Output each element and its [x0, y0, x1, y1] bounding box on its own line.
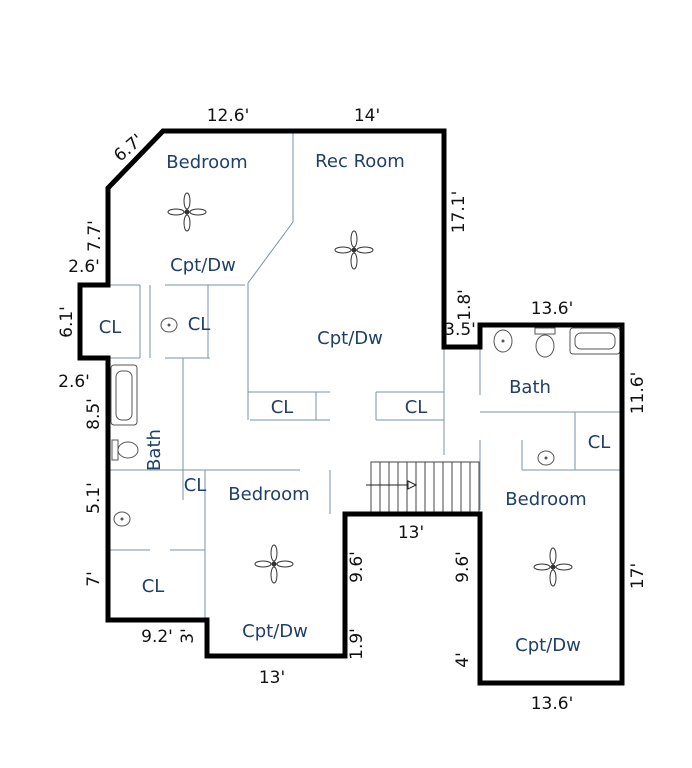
sink-icon [493, 329, 513, 353]
ceiling-fan-icon [533, 547, 573, 587]
dimension-bottom-mid: 13' [259, 668, 285, 688]
dimension-labels: 12.6' 14' 6.7' 7.7' 2.6' 6.1' 2.6' 8.5' … [57, 106, 648, 714]
dimension-east-lower: 17' [628, 563, 648, 589]
dimension-east-top: 13.6' [531, 299, 574, 319]
dimension-bottom-step: 3' [178, 628, 198, 644]
dimension-east-bottom: 13.6' [531, 694, 574, 714]
room-label-bedroom-nw-floor: Cpt/Dw [170, 255, 236, 276]
ceiling-fan-icon [254, 544, 294, 584]
stair-arrow-icon [366, 480, 418, 490]
room-label-bath-w: Bath [144, 429, 165, 471]
toilet-icon [111, 439, 139, 461]
dimension-stair-right: 9.6' [453, 551, 473, 583]
ceiling-fan-icon [334, 230, 374, 270]
room-label-closet-w2: CL [188, 314, 211, 335]
exterior-wall-west [77, 128, 625, 686]
dimension-stair-bottom: 13' [398, 523, 424, 543]
dimension-west-bottom: 7' [84, 571, 104, 587]
dimension-diag: 6.7' [110, 130, 147, 166]
dimension-small-step: 1.9' [347, 628, 367, 660]
dimension-stair-left: 9.6' [347, 551, 367, 583]
room-label-closet-sw: CL [142, 576, 165, 597]
room-label-bedroom-e: Bedroom [505, 489, 586, 510]
dimension-rec-step-h: 3.5' [444, 320, 476, 340]
room-label-bedroom-s: Bedroom [228, 484, 309, 505]
dimension-west-bath: 8.5' [84, 398, 104, 430]
dimension-bottom-left: 9.2' [141, 627, 173, 647]
room-label-bedroom-e-floor: Cpt/Dw [515, 635, 581, 656]
dimension-west-notch-top: 2.6' [68, 257, 100, 277]
interior-walls [110, 131, 622, 628]
room-labels: Bedroom Cpt/Dw Rec Room Cpt/Dw CL CL CL … [99, 151, 611, 656]
toilet-icon [534, 327, 556, 358]
bathtub-icon [110, 364, 138, 426]
room-label-closet-hall: CL [184, 475, 207, 496]
ceiling-fan-icon [167, 192, 207, 232]
dimension-east-upper: 11.6' [628, 372, 648, 415]
bathtub-icon [569, 327, 621, 355]
sink-icon [113, 511, 131, 527]
stairs [366, 461, 480, 515]
room-label-bath-e: Bath [509, 377, 551, 398]
dimension-rec-east: 17.1' [449, 191, 469, 234]
dimension-rec-step-v: 1.8' [455, 289, 475, 321]
dimension-top-right: 14' [354, 106, 380, 126]
room-label-rec-room-floor: Cpt/Dw [317, 328, 383, 349]
dimension-west-notch-bottom: 2.6' [58, 372, 90, 392]
sink-icon [160, 317, 178, 333]
room-label-closet-rec2: CL [405, 397, 428, 418]
room-label-closet-w1: CL [99, 317, 122, 338]
room-label-rec-room: Rec Room [315, 151, 405, 172]
room-label-bedroom-s-floor: Cpt/Dw [242, 621, 308, 642]
exterior-walls [77, 128, 625, 686]
room-label-closet-rec1: CL [271, 397, 294, 418]
dimension-top-left: 12.6' [207, 106, 250, 126]
dimension-east-step: 4' [453, 652, 473, 668]
dimension-west-upper: 7.7' [85, 220, 105, 252]
dimension-west-notch: 6.1' [57, 306, 77, 338]
room-label-bedroom-nw: Bedroom [166, 152, 247, 173]
room-label-closet-e: CL [588, 432, 611, 453]
dimension-west-lower: 5.1' [84, 482, 104, 514]
sink-icon [537, 450, 555, 466]
